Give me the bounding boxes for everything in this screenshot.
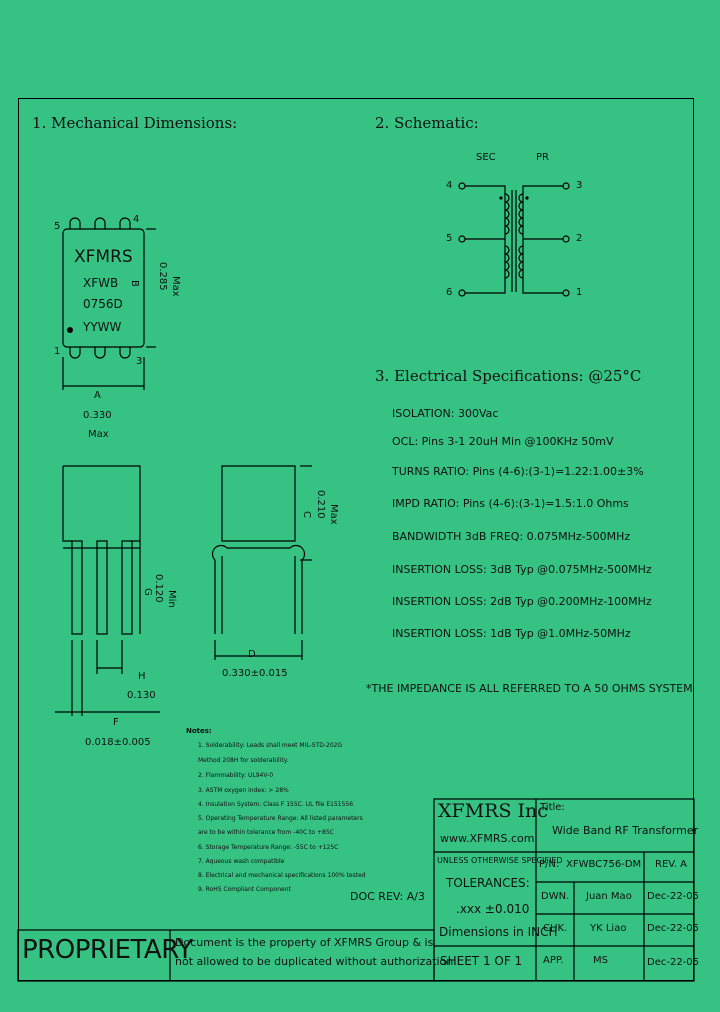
package-line2: 0756D: [83, 297, 123, 311]
pin-label-5: 5: [54, 221, 61, 232]
pn-value: XFWBC756-DM: [566, 859, 642, 870]
spec-line: IMPD RATIO: Pins (4-6):(3-1)=1.5:1.0 Ohm…: [392, 497, 629, 510]
schematic-header: 2. Schematic:: [375, 114, 479, 132]
dim-h-value: 0.130: [127, 690, 156, 701]
schematic-right-pin: 2: [576, 233, 583, 244]
spec-line: INSERTION LOSS: 3dB Typ @0.075MHz-500MHz: [392, 563, 652, 576]
spec-line: INSERTION LOSS: 2dB Typ @0.200MHz-100MHz: [392, 595, 652, 608]
schematic-left-pin: 4: [446, 180, 453, 191]
tolerances-label: TOLERANCES:: [446, 876, 530, 890]
pn-label: P/N:: [539, 859, 560, 870]
unless-label: UNLESS OTHERWISE SPECIFIED: [437, 856, 563, 865]
chk-label: CHK.: [543, 923, 568, 934]
note-item: 1. Solderability: Leads shall meet MIL-S…: [198, 742, 343, 749]
spec-line: BANDWIDTH 3dB FREQ: 0.075MHz-500MHz: [392, 530, 631, 543]
spec-line: INSERTION LOSS: 1dB Typ @1.0MHz-50MHz: [392, 627, 631, 640]
dim-a-value: 0.330: [83, 410, 112, 421]
proprietary-line2: not allowed to be duplicated without aut…: [175, 955, 457, 968]
pin-label-3: 3: [136, 356, 143, 367]
electrical-header: 3. Electrical Specifications: @25°C: [375, 367, 642, 385]
spec-line: OCL: Pins 3-1 20uH Min @100KHz 50mV: [392, 435, 614, 448]
dim-h-letter: H: [138, 671, 146, 682]
dwn-date: Dec-22-05: [647, 891, 700, 902]
dim-d-letter: D: [248, 649, 256, 660]
dim-d-value: 0.330±0.015: [222, 668, 288, 679]
note-item: 6. Storage Temperature Range: -55C to +1…: [198, 844, 339, 851]
dwn-name: Juan Mao: [586, 891, 632, 902]
notes-title: Notes:: [186, 727, 212, 735]
note-item: Method 208H for solderability.: [198, 757, 289, 764]
proprietary-word: PROPRIETARY: [22, 935, 193, 965]
spec-line: ISOLATION: 300Vac: [392, 407, 499, 420]
schematic-right-pin: 1: [576, 287, 583, 298]
dim-f-value: 0.018±0.005: [85, 737, 151, 748]
package-line3: YYWW: [83, 320, 122, 334]
mechanical-header: 1. Mechanical Dimensions:: [32, 114, 238, 132]
package-brand: XFMRS: [74, 247, 133, 267]
title-label: Title:: [540, 802, 565, 813]
schematic-pri-label: PR: [536, 152, 549, 163]
dim-f-letter: F: [113, 717, 119, 728]
note-item: 7. Aqueous wash compatible: [198, 858, 285, 865]
note-item: 5. Operating Temperature Range: All list…: [198, 815, 363, 822]
title-value: Wide Band RF Transformer: [552, 824, 699, 837]
company-name: XFMRS Inc: [438, 800, 548, 822]
app-label: APP.: [543, 955, 564, 966]
sheet-label: SHEET 1 OF 1: [440, 954, 523, 968]
dim-a-letter: A: [94, 390, 101, 401]
note-item: 3. ASTM oxygen index: > 28%: [198, 787, 289, 794]
rev-label: REV. A: [655, 859, 688, 870]
chk-date: Dec-22-05: [647, 923, 700, 934]
schematic-sec-label: SEC: [476, 152, 496, 163]
schematic-left-pin: 6: [446, 287, 453, 298]
chk-name: YK Liao: [590, 923, 627, 934]
package-line1: XFWB: [83, 276, 119, 290]
dim-a-note: Max: [88, 429, 109, 440]
note-item: 4. Insulation System: Class F 155C. UL f…: [198, 801, 354, 808]
spec-line: TURNS RATIO: Pins (4-6):(3-1)=1.22:1.00±…: [392, 465, 644, 478]
note-item: are to be within tolerance from -40C to …: [198, 829, 334, 836]
pin-label-4: 4: [133, 214, 140, 225]
dwn-label: DWN.: [541, 891, 570, 902]
app-date: Dec-22-05: [647, 957, 700, 968]
company-website: www.XFMRS.com: [440, 832, 535, 845]
pin-label-1: 1: [54, 346, 61, 357]
note-item: 8. Electrical and mechanical specificati…: [198, 872, 366, 879]
schematic-right-pin: 3: [576, 180, 583, 191]
impedance-note: *THE IMPEDANCE IS ALL REFERRED TO A 50 O…: [366, 682, 693, 695]
note-item: 2. Flammability: UL94V-0: [198, 772, 274, 779]
schematic-left-pin: 5: [446, 233, 453, 244]
note-item: 9. RoHS Compliant Component: [198, 886, 291, 893]
app-name: MS: [593, 955, 608, 966]
proprietary-line1: Document is the property of XFMRS Group …: [175, 936, 434, 949]
doc-rev: DOC REV: A/3: [350, 890, 425, 903]
tolerance-value: .xxx ±0.010: [456, 902, 530, 916]
dims-unit: Dimensions in INCH: [439, 925, 558, 939]
